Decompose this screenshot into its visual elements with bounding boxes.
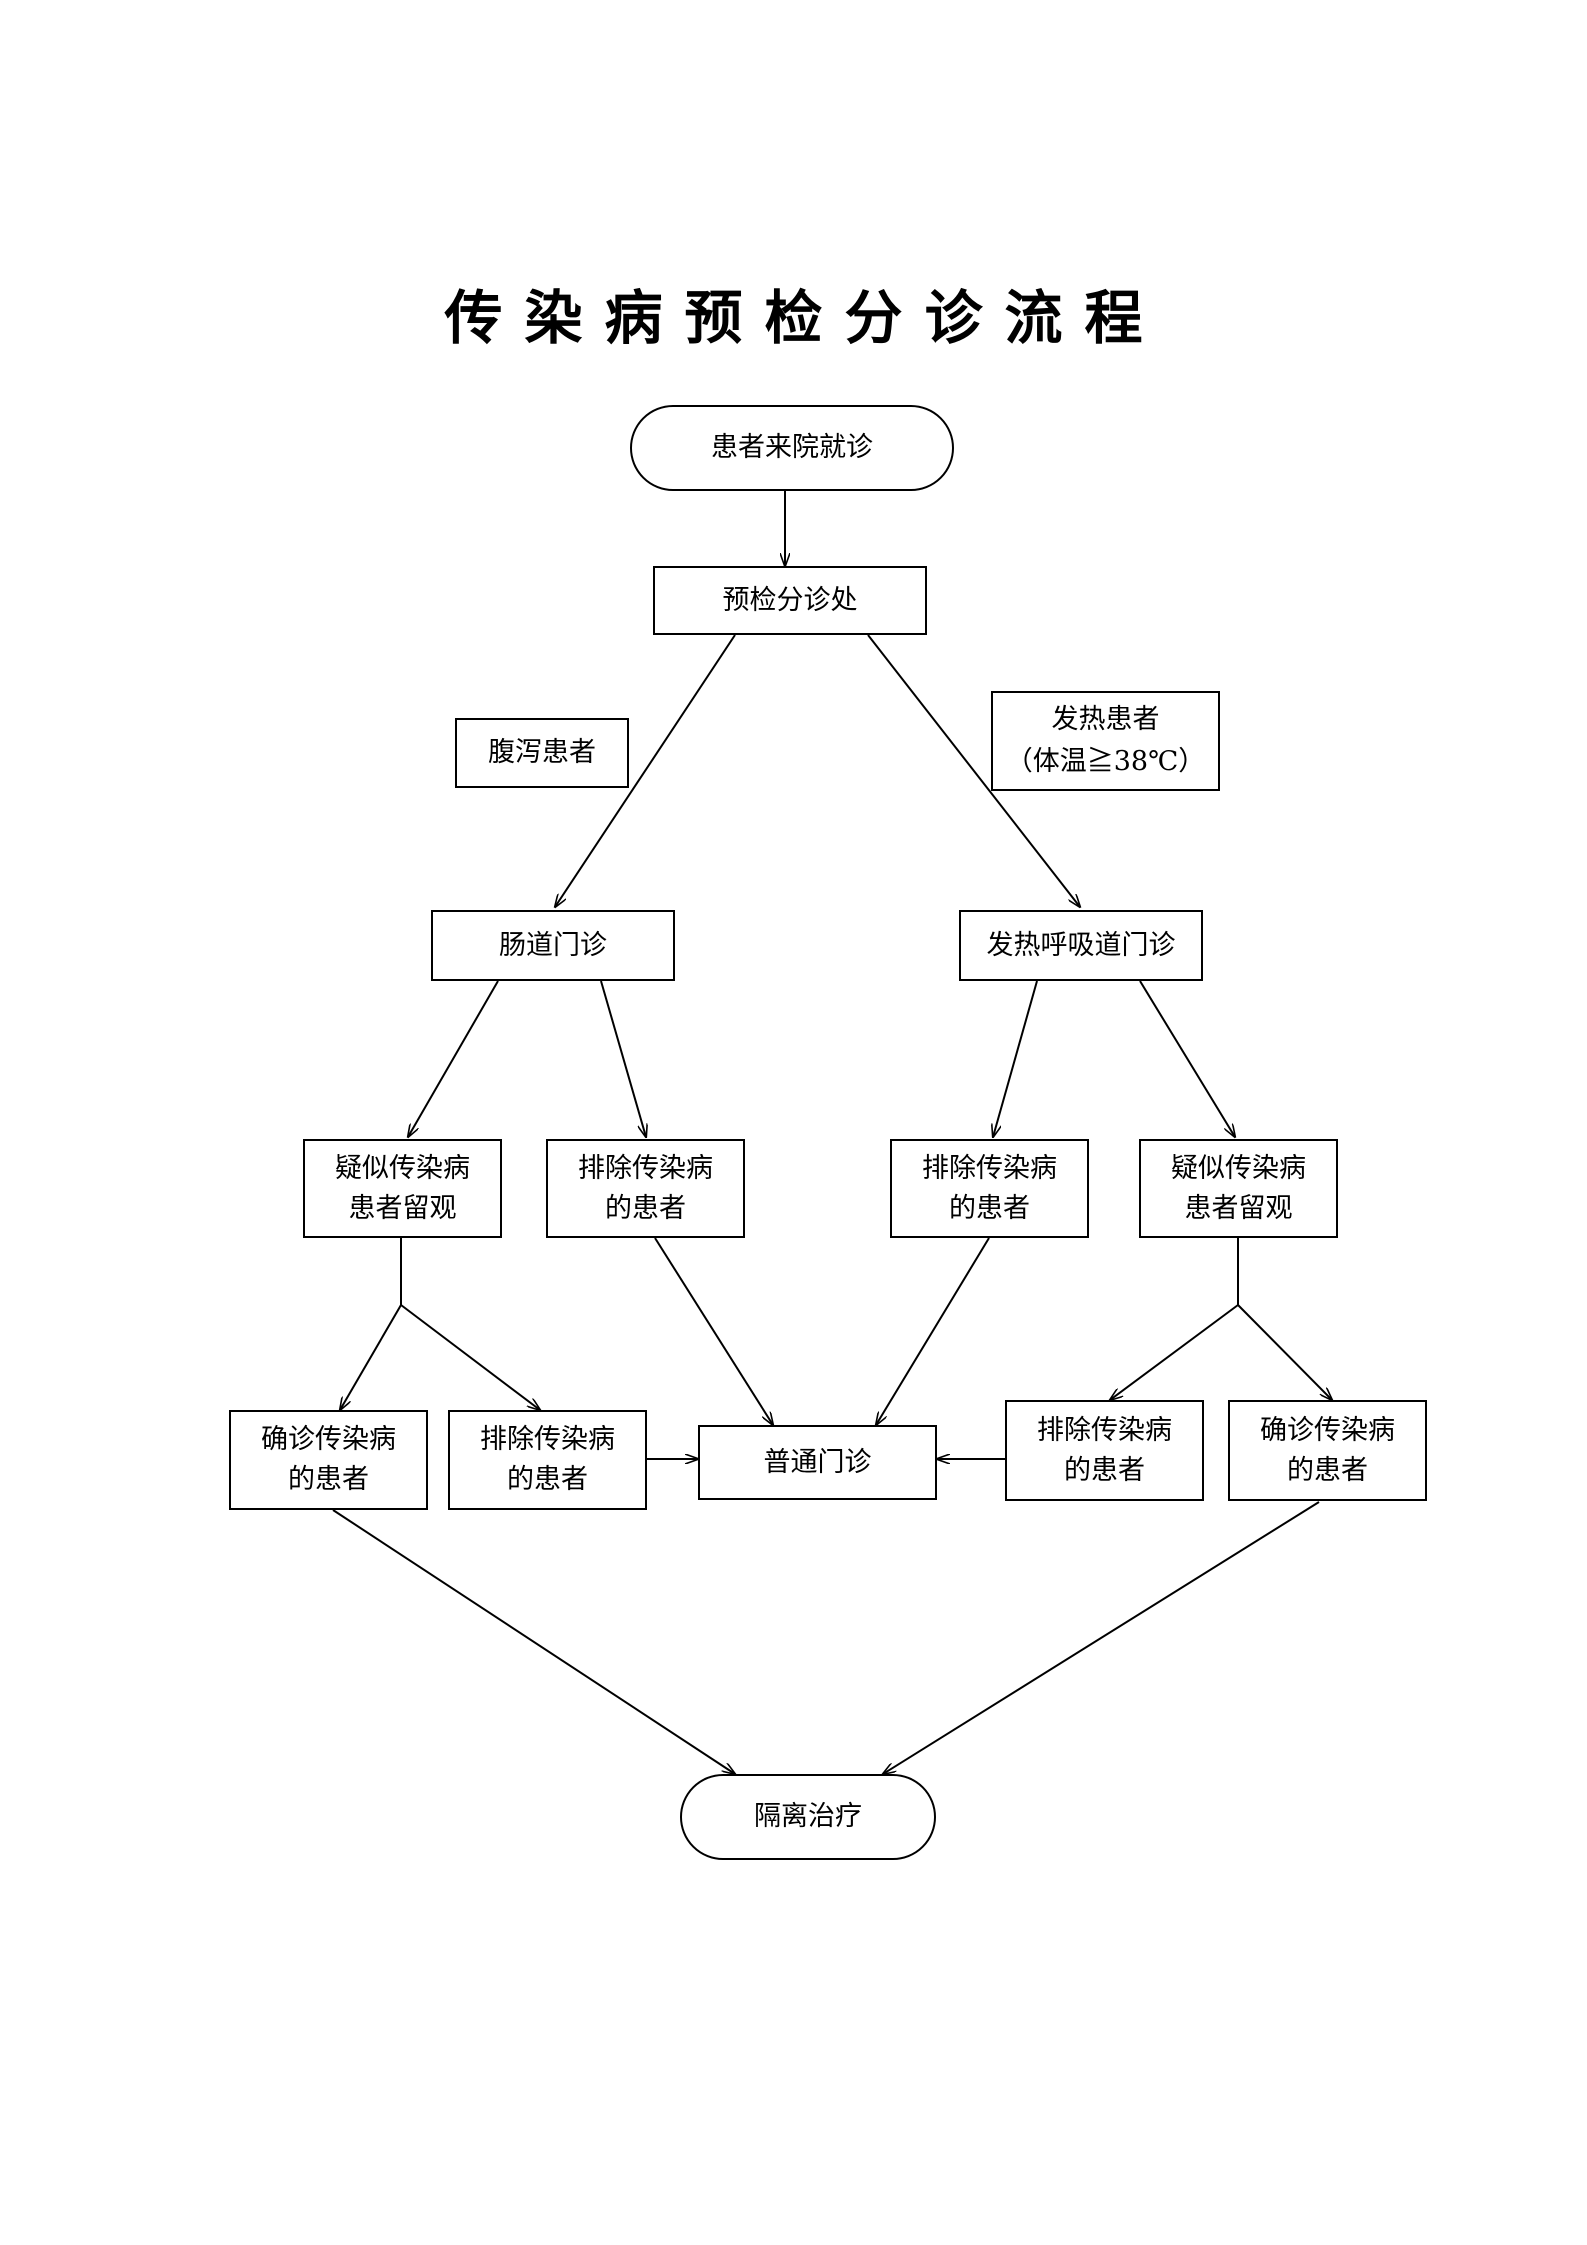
arrow-left-split-to-confirmed	[340, 1304, 402, 1410]
right-suspected-node: 疑似传染病 患者留观	[1139, 1139, 1338, 1238]
left-confirmed-line2: 的患者	[288, 1464, 369, 1495]
fever-temperature-text: （体温≧38℃）	[1005, 746, 1206, 777]
intestinal-clinic-label: 肠道门诊	[499, 929, 607, 961]
triage-node-label: 预检分诊处	[722, 584, 858, 616]
right-excluded-line1: 排除传染病	[922, 1152, 1057, 1184]
right-suspected-line1: 疑似传染病	[1171, 1152, 1306, 1184]
right-excluded-node: 排除传染病 的患者	[890, 1139, 1089, 1238]
diarrhea-patients-label: 腹泻患者	[455, 718, 629, 788]
fever-patients-label: 发热患者 （体温≧38℃）	[991, 691, 1220, 791]
right-suspected-line2: 患者留观	[1184, 1192, 1293, 1224]
fever-clinic-label: 发热呼吸道门诊	[986, 929, 1176, 961]
arrow-intestinal-to-suspected	[408, 980, 499, 1137]
left-confirmed-node: 确诊传染病 的患者	[229, 1410, 428, 1510]
arrow-intestinal-to-excluded	[600, 980, 646, 1137]
right-excluded-2-node: 排除传染病 的患者	[1005, 1400, 1204, 1501]
right-excluded-2-line1: 排除传染病	[1037, 1414, 1172, 1446]
fever-patients-text: 发热患者	[1051, 704, 1160, 735]
arrow-fever-to-excluded	[993, 980, 1038, 1137]
arrow-left-split-to-excluded	[400, 1304, 540, 1410]
arrow-right-confirmed-to-isolation	[883, 1501, 1320, 1774]
left-suspected-line1: 疑似传染病	[335, 1152, 470, 1184]
general-clinic-label: 普通门诊	[763, 1446, 872, 1478]
arrow-fever-to-suspected	[1139, 980, 1235, 1137]
left-confirmed-line1: 确诊传染病	[261, 1424, 396, 1455]
arrow-triage-to-fever	[867, 634, 1080, 907]
right-confirmed-line2: 的患者	[1287, 1454, 1368, 1486]
left-excluded-line1: 排除传染病	[578, 1152, 713, 1184]
left-excluded-line2: 的患者	[605, 1192, 686, 1224]
left-excluded-2-node: 排除传染病 的患者	[448, 1410, 647, 1510]
start-node-label: 患者来院就诊	[711, 432, 873, 463]
right-confirmed-line1: 确诊传染病	[1260, 1414, 1395, 1446]
left-suspected-node: 疑似传染病 患者留观	[303, 1139, 502, 1238]
diarrhea-patients-text: 腹泻患者	[488, 737, 596, 768]
start-node: 患者来院就诊	[630, 405, 954, 491]
right-excluded-2-line2: 的患者	[1064, 1454, 1145, 1486]
left-excluded-2-line2: 的患者	[507, 1464, 588, 1495]
triage-node: 预检分诊处	[653, 566, 927, 635]
arrow-left-confirmed-to-isolation	[332, 1509, 735, 1774]
arrow-right-excluded-to-general	[876, 1237, 990, 1425]
arrow-left-excluded-to-general	[654, 1237, 773, 1425]
isolation-node: 隔离治疗	[680, 1774, 936, 1860]
arrow-right-split-to-confirmed	[1237, 1304, 1332, 1400]
right-confirmed-node: 确诊传染病 的患者	[1228, 1400, 1427, 1501]
left-excluded-2-line1: 排除传染病	[480, 1424, 615, 1455]
arrow-right-split-to-excluded	[1110, 1304, 1239, 1400]
left-excluded-node: 排除传染病 的患者	[546, 1139, 745, 1238]
fever-clinic-node: 发热呼吸道门诊	[959, 910, 1203, 981]
right-excluded-line2: 的患者	[949, 1192, 1030, 1224]
general-clinic-node: 普通门诊	[698, 1425, 937, 1500]
page-title: 传染病预检分诊流程	[444, 284, 1165, 352]
isolation-node-label: 隔离治疗	[754, 1801, 862, 1832]
left-suspected-line2: 患者留观	[348, 1192, 457, 1224]
arrow-triage-to-intestinal	[555, 634, 736, 907]
intestinal-clinic-node: 肠道门诊	[431, 910, 675, 981]
